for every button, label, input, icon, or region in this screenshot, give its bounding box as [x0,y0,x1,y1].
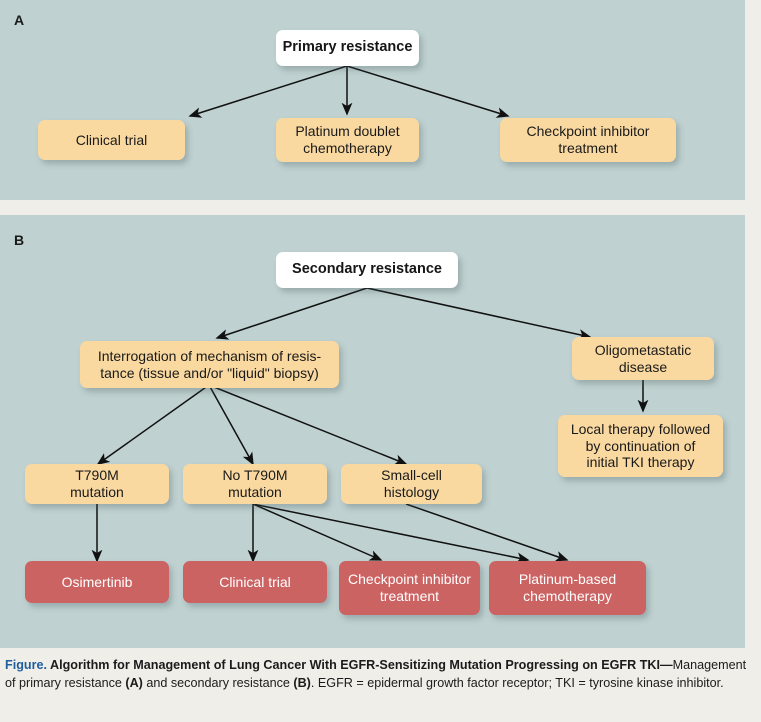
node-checkpoint-inhibitor-treatment-a[interactable]: Checkpoint inhibitor treatment [500,118,676,162]
node-checkpoint-inhibitor-treatment-b[interactable]: Checkpoint inhibitor treatment [339,561,480,615]
node-platinum-doublet-chemotherapy[interactable]: Platinum doublet chemotherapy [276,118,419,162]
node-interrogation-of-mechanism[interactable]: Interrogation of mechanism of resis- tan… [80,341,339,388]
node-clinical-trial-a[interactable]: Clinical trial [38,120,185,160]
node-platinum-based-chemotherapy[interactable]: Platinum-based chemotherapy [489,561,646,615]
panel-b: B [0,215,745,648]
caption-figure-word: Figure. [5,658,47,672]
caption-title: Algorithm for Management of Lung Cancer … [46,658,673,672]
node-clinical-trial-b[interactable]: Clinical trial [183,561,327,603]
caption-body-2: and secondary resistance [142,675,294,690]
node-secondary-resistance[interactable]: Secondary resistance [276,252,458,288]
caption-body-3: . EGFR = epidermal growth factor recepto… [310,675,724,690]
caption-ref-b: (B) [293,675,311,690]
caption-ref-a: (A) [125,675,143,690]
node-primary-resistance[interactable]: Primary resistance [276,30,419,66]
node-no-t790m-mutation[interactable]: No T790M mutation [183,464,327,504]
panel-a: A Primary resistance Clinical trial Plat… [0,0,745,200]
panel-a-label: A [14,12,25,28]
node-t790m-mutation[interactable]: T790M mutation [25,464,169,504]
node-osimertinib[interactable]: Osimertinib [25,561,169,603]
node-local-therapy-followed-by-continuation[interactable]: Local therapy followed by continuation o… [558,415,723,477]
node-oligometastatic-disease[interactable]: Oligometastatic disease [572,337,714,380]
caption-body-1: Management of primary resistance [5,658,747,690]
figure-caption: Figure. Algorithm for Management of Lung… [5,657,753,693]
node-small-cell-histology[interactable]: Small-cell histology [341,464,482,504]
panel-b-label: B [14,232,25,248]
